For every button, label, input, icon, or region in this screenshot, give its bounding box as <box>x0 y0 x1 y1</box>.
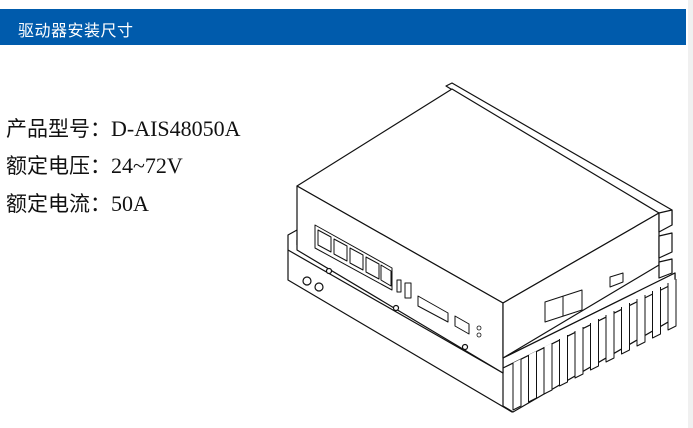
heatsink-fin <box>574 327 584 379</box>
spec-value: 50A <box>111 191 149 216</box>
rj45-ports <box>314 224 393 291</box>
heatsink-fin <box>621 303 630 355</box>
spec-label: 产品型号： <box>6 117 111 141</box>
spec-voltage: 额定电压：24~72V <box>6 150 183 180</box>
heatsink-fin <box>559 335 568 387</box>
heatsink-fin <box>543 343 553 395</box>
spec-label: 额定电流： <box>6 192 111 216</box>
heatsink-fin <box>652 287 661 339</box>
section-title: 驱动器安装尺寸 <box>18 21 134 40</box>
spec-value: 24~72V <box>111 153 183 178</box>
spec-current: 额定电流：50A <box>6 188 149 218</box>
heatsink-fin <box>636 295 646 347</box>
heatsink-fin <box>528 351 537 403</box>
heatsink-fin <box>512 359 522 411</box>
spec-value: D-AIS48050A <box>111 116 241 141</box>
heatsink-fin <box>605 311 615 363</box>
page-edge <box>688 0 693 428</box>
spec-label: 额定电压： <box>6 154 111 178</box>
heatsink-fin <box>590 319 599 371</box>
spec-model: 产品型号：D-AIS48050A <box>6 113 241 143</box>
section-header: 驱动器安装尺寸 <box>0 9 686 45</box>
heatsink-fin <box>667 279 677 331</box>
